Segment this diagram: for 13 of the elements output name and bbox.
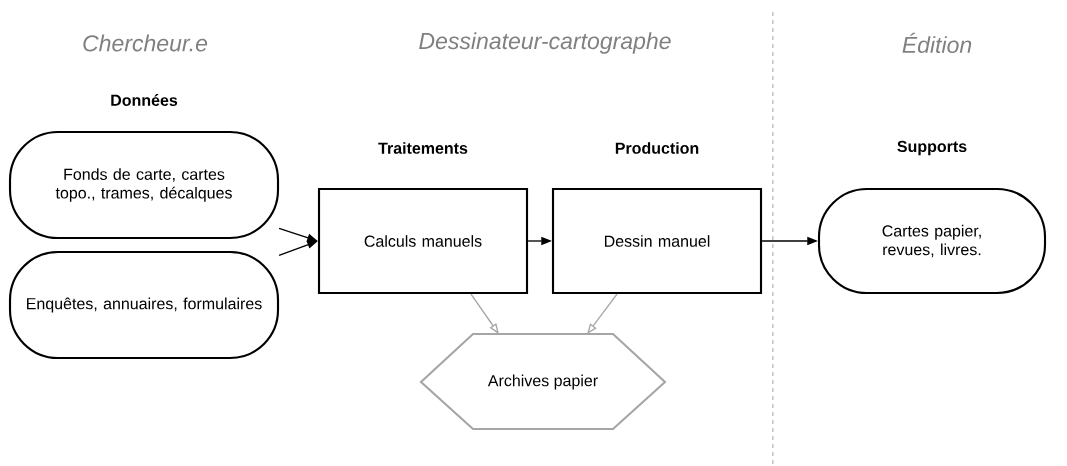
column-heading: Données [111, 94, 178, 106]
rounded-box: Fonds de carte, cartes topo., trames, décalques [8, 130, 280, 240]
lane-title: Dessinateur-cartographe [419, 32, 671, 54]
rounded-box: Enquêtes, annuaires, formulaires [8, 250, 280, 360]
process-box: Dessin manuel [551, 187, 763, 295]
hexagon: Archives papier [419, 332, 667, 431]
lane-title: Édition [902, 32, 972, 54]
rounded-box: Cartes papier, revues, livres. [817, 187, 1047, 295]
process-box: Calculs manuels [317, 187, 529, 295]
lane-title: Chercheur.e [83, 34, 208, 52]
column-heading: Production [615, 142, 699, 154]
column-heading: Traitements [378, 142, 468, 154]
column-heading: Supports [897, 140, 967, 156]
